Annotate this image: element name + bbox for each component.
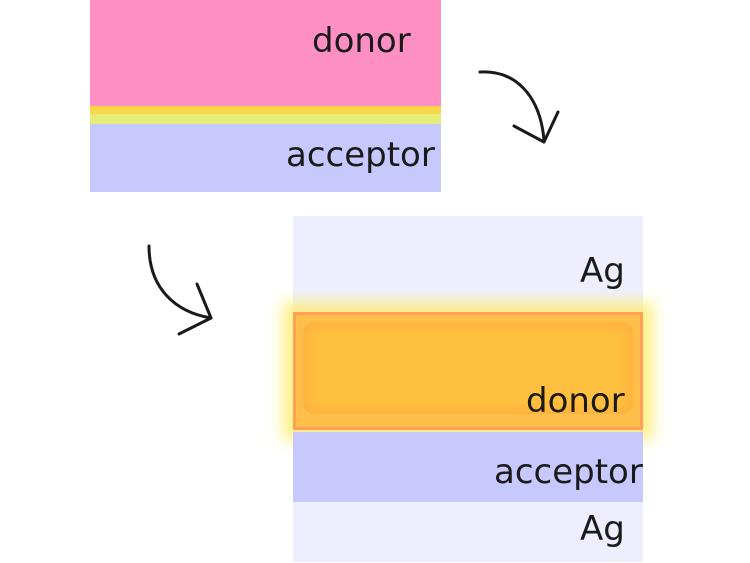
- top-acceptor-label: acceptor: [286, 135, 435, 175]
- ag-bottom-label: Ag: [580, 509, 625, 549]
- bottom-donor-label: donor: [526, 381, 625, 421]
- ag-top-label: Ag: [580, 251, 625, 291]
- ag-electrode-bottom: [293, 502, 643, 562]
- curved-arrow-icon: [147, 244, 213, 336]
- donor-edge: [293, 312, 643, 430]
- top-acceptor-layer: [90, 124, 441, 192]
- top-interface-layer: [90, 106, 441, 114]
- bottom-acceptor-label: acceptor: [494, 452, 643, 492]
- top-donor-layer: [90, 0, 441, 106]
- curved-arrow-icon: [478, 70, 560, 144]
- top-interface-layer-lower: [90, 114, 441, 124]
- top-donor-label: donor: [312, 21, 411, 61]
- bottom-acceptor-layer: [293, 432, 643, 502]
- bottom-donor-layer: [303, 322, 633, 414]
